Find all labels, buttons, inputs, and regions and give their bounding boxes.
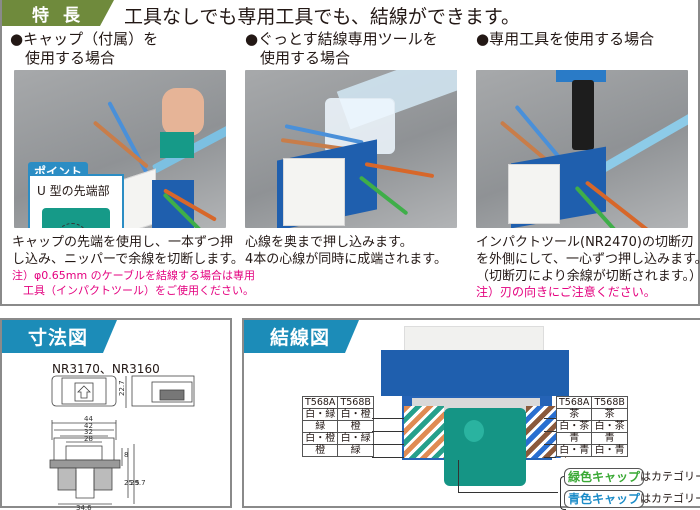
features-section: 特長 工具なしでも専用工具でも、結線ができます。 ●キャップ（付属）を 使用する… <box>0 0 700 306</box>
impact-method-description: インパクトツール(NR2470)の切断刃 を外側にして、一心ずつ押し込みます。 … <box>476 235 700 284</box>
point-text: U 型の先端部 <box>37 184 110 198</box>
dimensions-section: 寸法図 NR3170、NR3160 <box>0 318 232 510</box>
green-cap-text: はカテゴリー5E対応 <box>640 470 700 483</box>
svg-text:44: 44 <box>84 415 93 423</box>
svg-text:34.6: 34.6 <box>76 504 92 510</box>
blue-cap-text: はカテゴリー6対応 <box>640 492 700 505</box>
cap-teal <box>444 408 526 486</box>
finger <box>162 88 204 136</box>
jack-blue-body <box>381 350 569 396</box>
cap-method-photo: ポイント U 型の先端部 <box>14 70 226 228</box>
svg-text:8: 8 <box>124 451 128 459</box>
cap-method-title: ●キャップ（付属）を 使用する場合 <box>10 30 159 67</box>
svg-text:29.7: 29.7 <box>130 479 146 487</box>
features-headline: 工具なしでも専用工具でも、結線ができます。 <box>124 6 520 28</box>
cap-tip-illustration <box>42 208 110 228</box>
green-cap-badge: 緑色キャップ <box>564 468 645 486</box>
svg-text:28: 28 <box>84 435 93 443</box>
wiring-tab: 結線図 <box>244 320 359 353</box>
blue-cap-badge: 青色キャップ <box>564 490 645 508</box>
impact-method-title: ●専用工具を使用する場合 <box>476 30 655 48</box>
impact-method-photo <box>476 70 688 228</box>
left-pin-block <box>404 406 444 458</box>
tool-method-description: 心線を奥まで押し込みます。 4本の心線が同時に成端されます。 <box>245 235 447 267</box>
svg-text:22.7: 22.7 <box>118 380 126 396</box>
svg-text:42: 42 <box>84 422 93 430</box>
dimensions-tab: 寸法図 <box>2 320 117 353</box>
impact-method-note: 注）刃の向きにご注意ください。 <box>476 285 656 299</box>
dimension-drawing: 44 42 32 28 34.6 22.7 8 25.5 29.7 <box>49 375 195 510</box>
model-numbers: NR3170、NR3160 <box>52 362 160 376</box>
point-callout: U 型の先端部 <box>28 174 124 228</box>
cap-method-note: 注）φ0.65mm のケーブルを結線する場合は専用 工具（インパクトツール）をご… <box>12 269 256 297</box>
impact-tool <box>572 80 594 150</box>
cap-method-description: キャップの先端を使用し、一本ずつ押 し込み、ニッパーで余線を切断します。 <box>12 235 244 267</box>
tool-method-photo <box>245 70 457 228</box>
svg-text:32: 32 <box>84 428 93 436</box>
svg-text:25.5: 25.5 <box>124 479 140 487</box>
cap-in-hand <box>160 132 194 158</box>
features-tab: 特長 <box>2 0 114 26</box>
tool-method-title: ●ぐっとす結線専用ツールを 使用する場合 <box>245 30 438 67</box>
